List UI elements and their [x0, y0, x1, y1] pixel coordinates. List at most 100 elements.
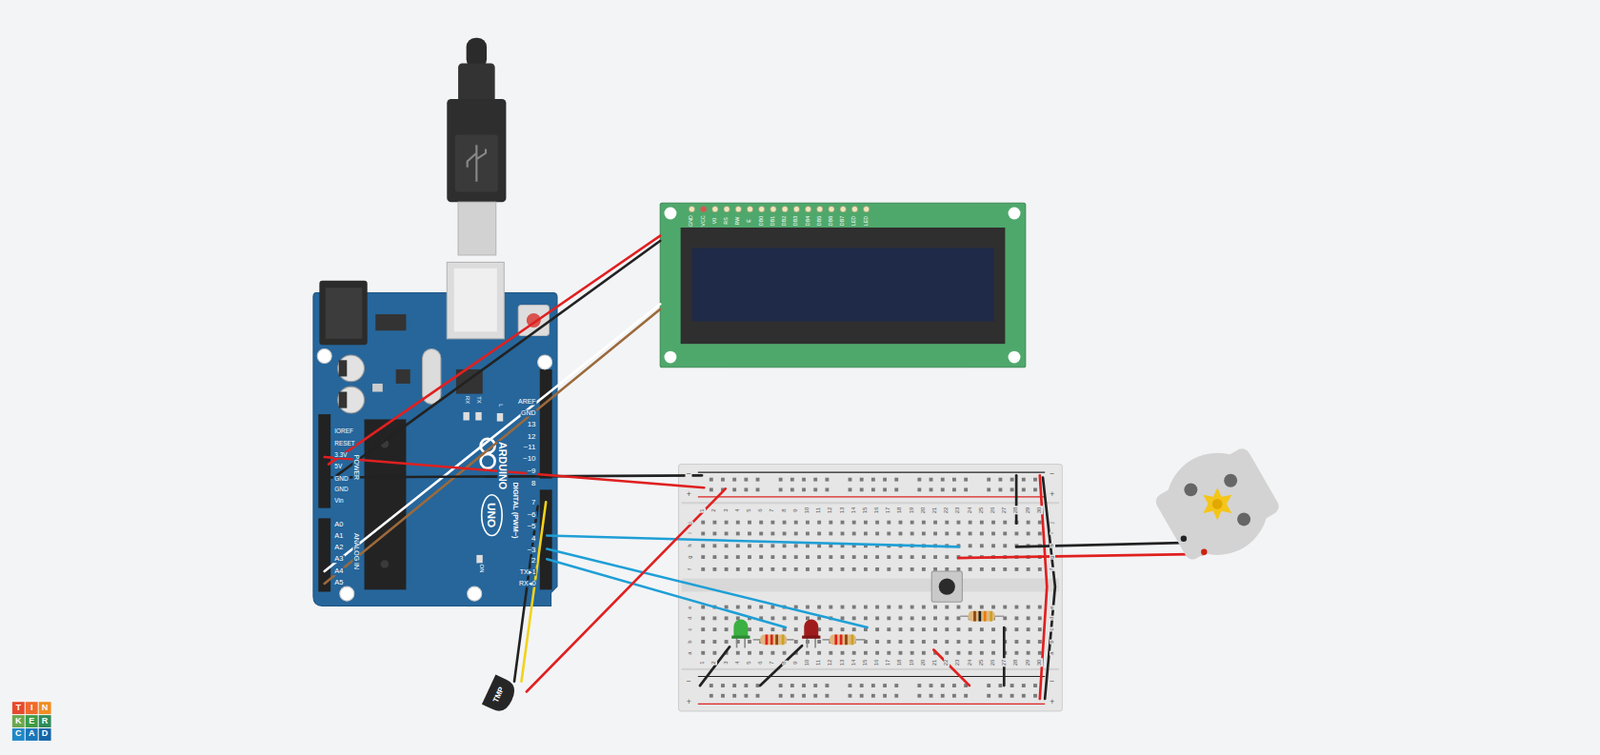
resistor: [983, 611, 987, 622]
breadboard-hole: [709, 478, 714, 482]
arduino-illustration: [480, 454, 496, 469]
breadboard-hole: [957, 640, 961, 644]
breadboard-hole: [813, 487, 818, 492]
breadboard-hole: [929, 478, 934, 482]
breadboard-hole: [805, 543, 810, 548]
breadboard-hole: [1010, 683, 1015, 688]
breadboard-hole: [801, 694, 806, 699]
breadboard-label: 20: [920, 659, 927, 668]
arduino-illustration: [339, 392, 348, 409]
board-label: POWER: [352, 454, 360, 481]
led-red: [803, 619, 819, 638]
logo-letter: C: [14, 730, 23, 740]
breadboard-hole: [852, 651, 857, 656]
breadboard-hole: [747, 555, 752, 560]
breadboard-hole: [1033, 478, 1038, 482]
breadboard-hole: [899, 520, 903, 525]
dc-motor: [1166, 453, 1269, 556]
breadboard-hole: [929, 694, 934, 699]
breadboard-label: 20: [920, 505, 927, 515]
arduino-illustration: [481, 495, 502, 537]
breadboard-hole: [828, 532, 833, 537]
breadboard-hole: [756, 487, 760, 492]
breadboard-hole: [968, 520, 973, 525]
breadboard-hole: [794, 555, 799, 560]
breadboard-label: 29: [1025, 659, 1032, 668]
breadboard-label: d: [687, 616, 694, 621]
breadboard-hole: [863, 616, 868, 620]
breadboard-hole: [894, 478, 899, 482]
breadboard-hole: [940, 478, 945, 482]
breadboard-label: 1: [700, 507, 706, 513]
resistor: [968, 611, 996, 622]
breadboard-hole: [986, 487, 991, 492]
board-label: GND: [520, 409, 537, 417]
breadboard-hole: [910, 627, 915, 632]
lcd-illustration: [664, 207, 678, 220]
arduino-illustration: [338, 355, 365, 382]
lcd-pin: [828, 206, 835, 213]
breadboard-hole: [998, 694, 1002, 699]
board-label: RX◂0: [518, 580, 538, 587]
breadboard-label: 5: [746, 660, 753, 666]
breadboard-hole: [700, 627, 705, 632]
breadboard-hole: [824, 683, 829, 688]
breadboard-hole: [980, 627, 984, 632]
breadboard-hole: [933, 627, 938, 632]
breadboard-hole: [1033, 683, 1038, 688]
breadboard-hole: [724, 640, 729, 644]
breadboard-hole: [805, 532, 810, 537]
breadboard-label: h: [687, 543, 694, 549]
board-label: UNO: [486, 501, 499, 529]
breadboard-label: 24: [967, 659, 974, 668]
breadboard-hole: [782, 543, 787, 548]
breadboard-hole: [1026, 627, 1031, 632]
dc-motor: [1212, 499, 1223, 510]
led-green: [733, 619, 748, 638]
arduino-illustration: [396, 369, 411, 384]
breadboard-hole: [1038, 520, 1042, 525]
breadboard-hole: [852, 520, 857, 525]
arduino-illustration: [375, 314, 406, 331]
breadboard-hole: [1026, 640, 1031, 644]
breadboard-hole: [871, 683, 876, 688]
breadboard-hole: [968, 651, 973, 656]
breadboard-hole: [871, 487, 876, 492]
temperature-sensor: TMP: [475, 669, 522, 717]
breadboard-hole: [899, 627, 903, 632]
breadboard-hole: [824, 694, 829, 699]
logo-tiles: [12, 728, 25, 741]
arduino-illustration: [380, 560, 390, 569]
breadboard-hole: [794, 543, 799, 548]
breadboard-hole: [840, 605, 845, 610]
breadboard-hole: [828, 520, 833, 525]
arduino-illustration: [446, 261, 504, 339]
breadboard-label: +: [1048, 489, 1056, 499]
breadboard-hole: [991, 543, 996, 548]
arduino-illustration: [325, 287, 363, 340]
breadboard-hole: [759, 520, 763, 525]
breadboard-label: +: [685, 489, 693, 499]
breadboard-hole: [910, 555, 915, 560]
board-label: ARDUINO: [498, 440, 509, 491]
breadboard-label: d: [1049, 616, 1056, 621]
breadboard-hole: [980, 651, 984, 656]
breadboard-hole: [828, 567, 833, 572]
lcd-pin: [700, 206, 706, 213]
breadboard-hole: [840, 616, 845, 620]
breadboard-hole: [910, 651, 915, 656]
breadboard-hole: [917, 694, 921, 699]
breadboard-hole: [980, 532, 984, 537]
breadboard-hole: [794, 520, 799, 525]
breadboard-hole: [980, 520, 984, 525]
breadboard-hole: [700, 640, 705, 644]
breadboard-hole: [944, 616, 949, 620]
breadboard-label: 13: [840, 659, 846, 668]
breadboard-hole: [782, 616, 787, 620]
logo-letter: T: [15, 703, 23, 713]
breadboard-hole: [848, 694, 853, 699]
breadboard-label: 12: [827, 659, 834, 668]
breadboard-hole: [840, 627, 845, 632]
breadboard-label: 11: [816, 659, 822, 667]
breadboard-label: 7: [769, 660, 776, 666]
